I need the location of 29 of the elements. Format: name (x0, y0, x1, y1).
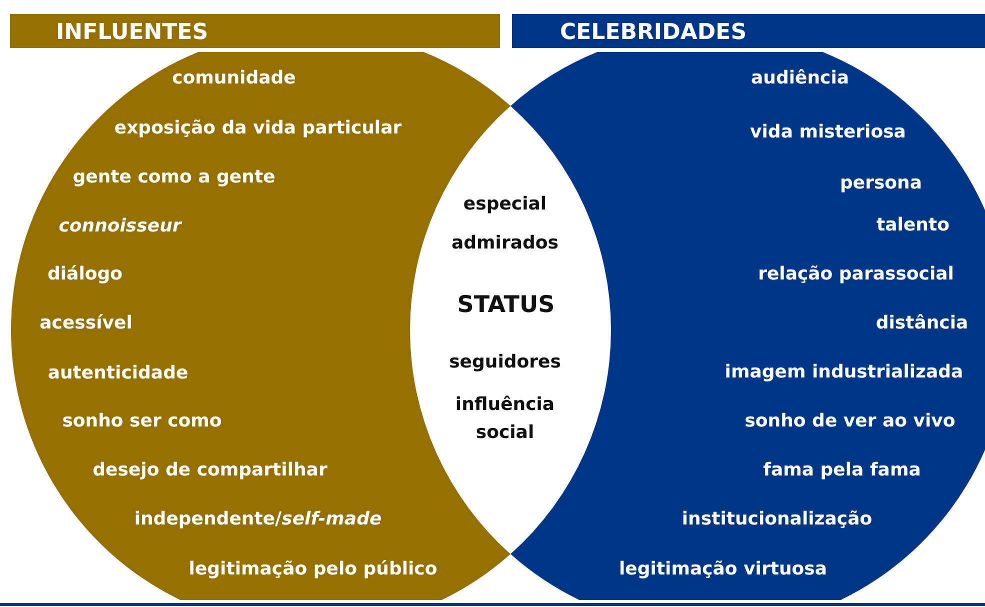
term-text: legitimação pelo público (188, 558, 438, 580)
set-heading: CELEBRIDADES (560, 20, 747, 45)
term-text: autenticidade (48, 362, 188, 384)
term-text: gente como a gente (72, 166, 276, 188)
term-text: diálogo (48, 264, 122, 284)
term-text: distância (876, 312, 968, 334)
term-text: exposição da vida particular (114, 118, 402, 138)
term-text: influência social (454, 393, 556, 445)
term-text: institucionalização (682, 508, 872, 530)
term-text: independente/self-made (134, 508, 382, 530)
term-text: imagem industrializada (724, 362, 964, 382)
term-text: audiência (750, 68, 850, 88)
term-text: legitimação virtuosa (619, 558, 827, 580)
term-text: connoisseur (58, 216, 182, 236)
term-text: seguidores (449, 352, 561, 372)
term-text: vida misteriosa (750, 122, 906, 142)
term-text: talento (876, 214, 950, 236)
term-text: desejo de compartilhar (92, 460, 328, 480)
term-text: admirados (452, 232, 558, 254)
term-text: acessível (40, 312, 132, 334)
set-heading: INFLUENTES (56, 20, 208, 45)
term-text: STATUS (457, 292, 555, 318)
term-text: sonho de ver ao vivo (744, 410, 956, 432)
term-text: comunidade (172, 68, 296, 88)
term-text: especial (463, 194, 547, 214)
term-text: relação parassocial (758, 264, 954, 284)
term-text: sonho ser como (62, 410, 222, 432)
term-text: fama pela fama (763, 460, 921, 480)
term-text: persona (840, 172, 922, 194)
